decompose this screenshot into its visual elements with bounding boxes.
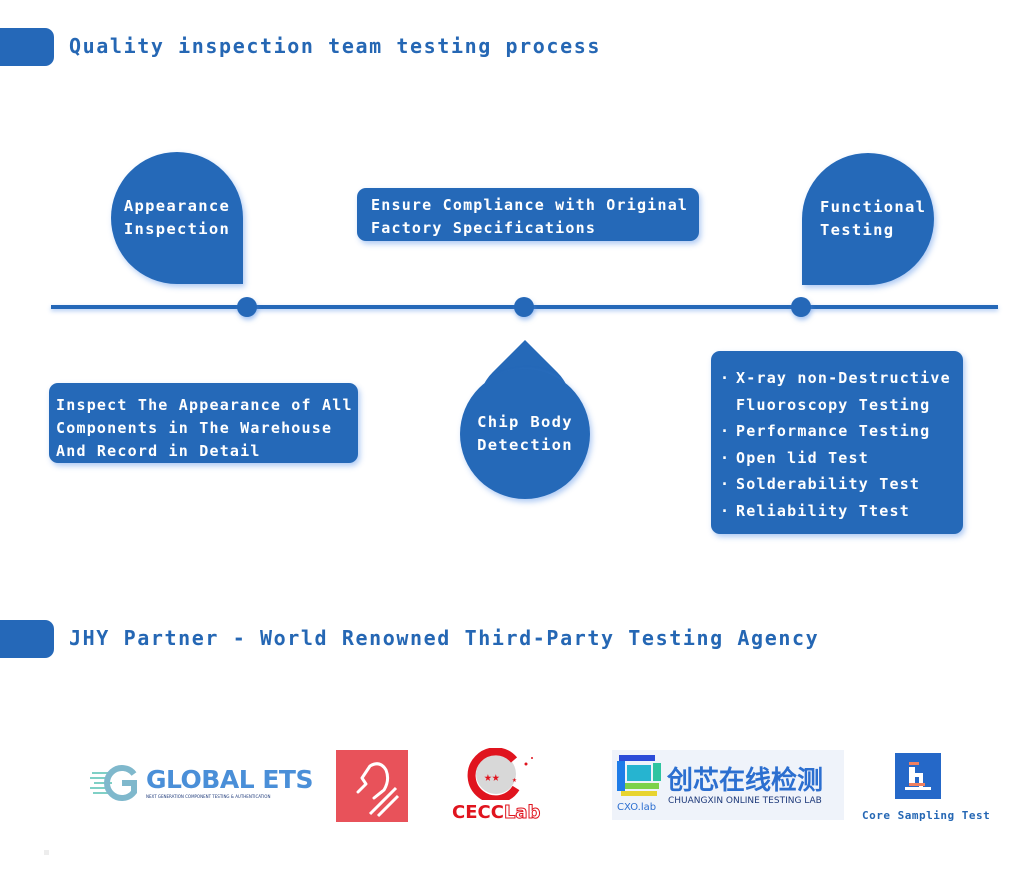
step-title-line: Detection xyxy=(477,436,573,454)
test-line: Performance Testing xyxy=(736,422,931,440)
step-chip-description: Ensure Compliance with Original Factory … xyxy=(357,188,699,241)
horse-icon xyxy=(356,762,400,818)
step-appearance-inspection: Appearance Inspection xyxy=(111,152,243,284)
test-item-open-lid: · Open lid Test xyxy=(720,445,963,472)
cecc-suffix: Lab xyxy=(503,802,541,824)
description-line: Factory Specifications xyxy=(371,219,597,237)
test-line: Reliability Ttest xyxy=(736,501,910,520)
partner-logo-horse xyxy=(336,750,408,822)
cecc-emblem-icon: ★★ ★ xyxy=(467,748,533,800)
timeline-dot-3 xyxy=(791,297,811,317)
chip-microscope-icon xyxy=(895,750,941,802)
bullet: · xyxy=(720,422,731,440)
bullet: · xyxy=(720,448,731,467)
global-ets-g-icon xyxy=(90,765,137,801)
test-item-xray: · X-ray non-Destructive Fluoroscopy Test… xyxy=(720,365,963,418)
timeline-dot-2 xyxy=(514,297,534,317)
chuangxin-name: 创芯在线检测 xyxy=(667,766,824,796)
step-title-line: Inspection xyxy=(123,220,231,238)
step-title-line: Functional xyxy=(820,198,927,216)
partner-logo-chuangxin: CXO.lab 创芯在线检测 CHUANGXIN ONLINE TESTING … xyxy=(612,750,844,820)
chuangxin-badge: CXO.lab xyxy=(617,802,657,813)
svg-text:★★: ★★ xyxy=(484,770,500,785)
global-ets-tagline: NEXT GENERATION COMPONENT TESTING & AUTH… xyxy=(146,794,271,799)
functional-tests-list: · X-ray non-Destructive Fluoroscopy Test… xyxy=(711,351,963,534)
description-line: Inspect The Appearance of All xyxy=(56,396,353,414)
step-title-line: Chip Body xyxy=(477,413,573,431)
svg-text:★: ★ xyxy=(512,775,517,784)
chuangxin-subtitle: CHUANGXIN ONLINE TESTING LAB xyxy=(668,796,822,806)
core-sampling-label: Core Sampling Test xyxy=(862,809,991,822)
section-title-process: Quality inspection team testing process xyxy=(69,34,601,58)
bullet: · xyxy=(720,369,731,387)
cecc-name: CECC xyxy=(452,802,504,823)
section-title-partners: JHY Partner - World Renowned Third-Party… xyxy=(69,626,820,650)
partner-logo-global-ets: GLOBAL ETS NEXT GENERATION COMPONENT TES… xyxy=(90,764,314,804)
test-line: Solderability Test xyxy=(736,475,921,493)
test-line: X-ray non-Destructive xyxy=(736,369,951,387)
step-title-line: Testing xyxy=(820,221,895,239)
global-ets-name: GLOBAL ETS xyxy=(146,765,314,794)
section-marker xyxy=(0,28,54,66)
description-line: Ensure Compliance with Original xyxy=(371,196,689,214)
bullet: · xyxy=(720,501,731,520)
test-item-reliability: · Reliability Ttest xyxy=(720,498,963,525)
timeline-dot-1 xyxy=(237,297,257,317)
step-appearance-description: Inspect The Appearance of All Components… xyxy=(49,383,358,463)
step-title-line: Appearance xyxy=(123,197,231,215)
test-item-solderability: · Solderability Test xyxy=(720,471,963,498)
test-line: Open lid Test xyxy=(736,448,869,467)
section-marker xyxy=(0,620,54,658)
chuangxin-pixel-icon xyxy=(617,755,661,796)
step-functional-testing: Functional Testing xyxy=(802,153,934,285)
partner-logo-cecc-lab: ★★ ★ CECCLab xyxy=(452,748,572,824)
description-line: And Record in Detail xyxy=(56,442,261,460)
bullet: · xyxy=(720,475,731,493)
page-marker xyxy=(44,850,49,855)
step-chip-body-detection: Chip Body Detection xyxy=(459,339,591,501)
partner-logo-core-sampling: Core Sampling Test xyxy=(862,748,992,824)
test-item-performance: · Performance Testing xyxy=(720,418,963,445)
description-line: Components in The Warehouse xyxy=(56,419,333,437)
test-line: Fluoroscopy Testing xyxy=(736,395,931,414)
